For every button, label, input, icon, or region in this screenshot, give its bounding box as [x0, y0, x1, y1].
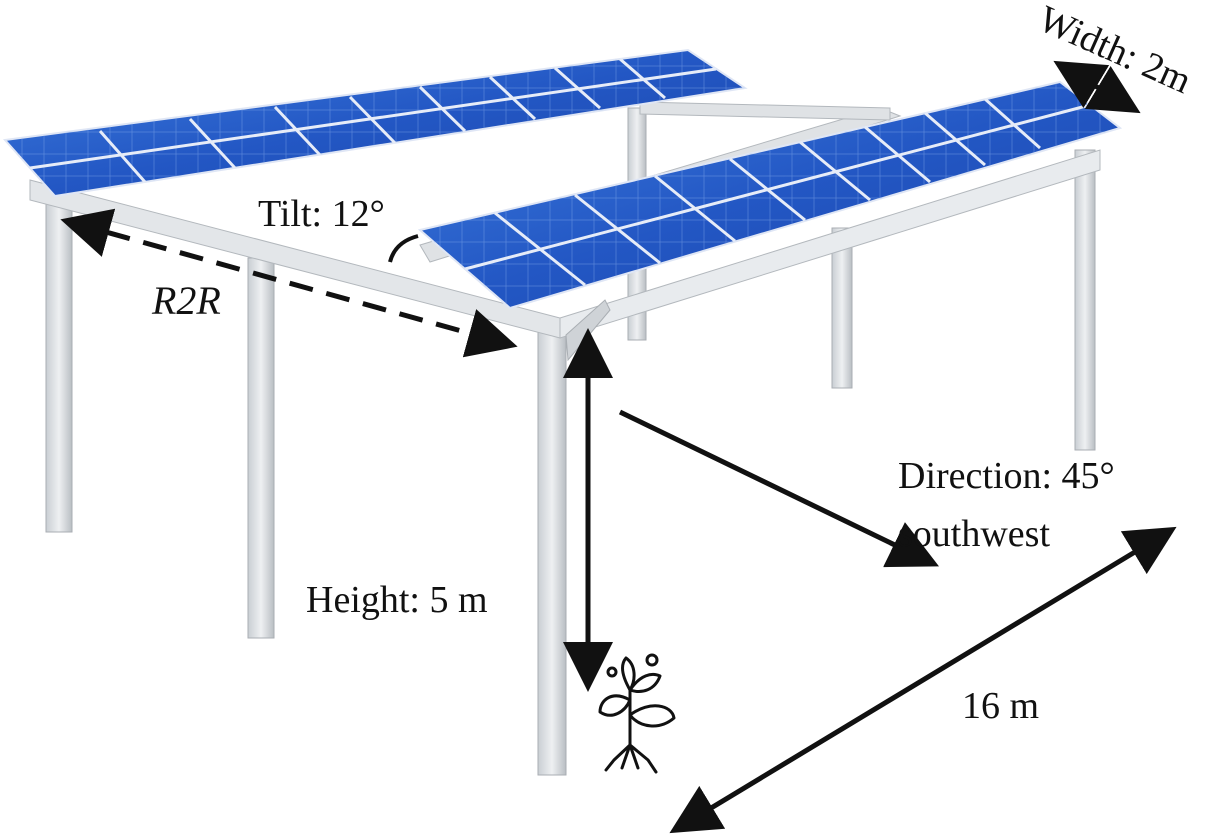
post-front-center — [537, 319, 567, 776]
length-dimension: 16 m — [669, 526, 1177, 834]
r2r-dimension: R2R — [60, 208, 518, 358]
tilt-arc — [388, 234, 419, 263]
beam-back — [639, 101, 891, 121]
panel-row-back — [2, 48, 748, 198]
direction-indicator: Direction: 45° southwest — [618, 409, 1115, 568]
height-dimension: Height: 5 m — [306, 328, 613, 692]
direction-label-line2: southwest — [898, 513, 1050, 555]
direction-arrow — [618, 409, 940, 568]
height-label: Height: 5 m — [306, 579, 488, 621]
panel-row-front — [417, 80, 1123, 310]
tilt-label: Tilt: 12° — [258, 193, 385, 235]
length-arrow — [669, 526, 1177, 834]
post-front-left — [45, 189, 73, 533]
beam-front-right — [559, 149, 1101, 339]
r2r-label: R2R — [151, 278, 221, 323]
width-arrow — [1053, 60, 1141, 114]
post-back-right — [831, 227, 853, 389]
length-label: 16 m — [962, 685, 1039, 727]
direction-label-line1: Direction: 45° — [898, 455, 1115, 497]
post-mid-left — [247, 257, 275, 639]
post-far-right — [1074, 149, 1096, 451]
seedling-icon — [598, 653, 676, 774]
